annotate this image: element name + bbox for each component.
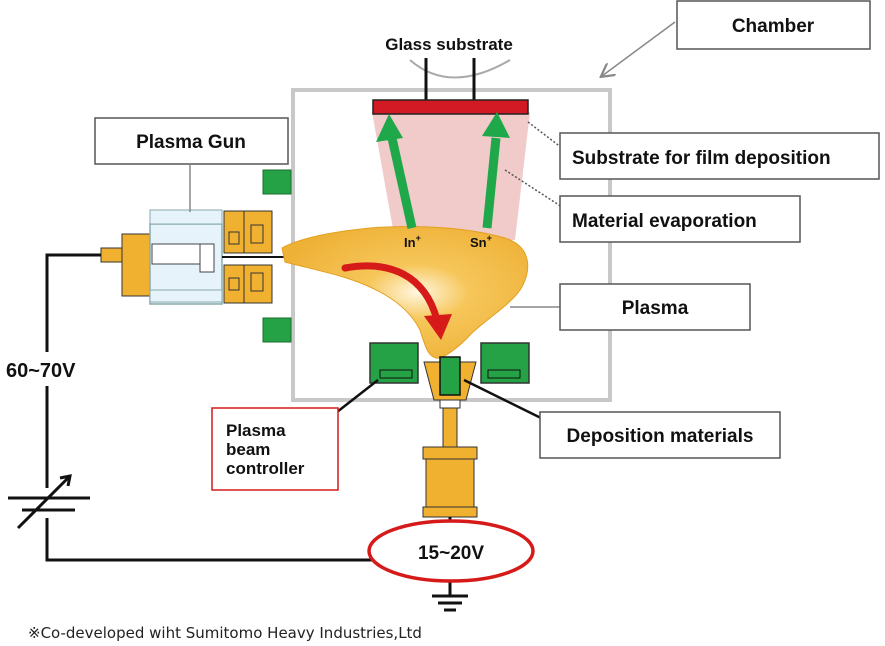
ground-icon [432, 594, 468, 612]
chamber-pointer [602, 21, 676, 76]
crucible [422, 356, 478, 518]
deposition-leader [463, 378, 546, 422]
substrate-leader [527, 121, 563, 149]
wire-left [45, 253, 372, 562]
gun-magnet-top [262, 169, 292, 195]
plasma-gun [100, 209, 300, 305]
evaporation-arrow-sn [482, 137, 501, 229]
controller-label-line2: beam [226, 440, 270, 459]
evaporation-box [559, 195, 801, 243]
plasma-flow-arrow [341, 262, 441, 324]
plasma-cloud [281, 225, 529, 359]
voltage-left-bg [0, 352, 100, 386]
plasma-flow-arrowhead [424, 314, 452, 340]
beam-controller-magnet-left [369, 342, 419, 384]
chamber-label: Chamber [732, 16, 815, 37]
plasma-gun-box [94, 117, 289, 165]
ion-sn-label: Sn+ [470, 233, 492, 250]
beam-controller-magnet-right [480, 342, 530, 384]
evaporation-leader [504, 169, 563, 208]
substrate-bar [372, 99, 529, 115]
glass-substrate-label: Glass substrate [385, 35, 513, 54]
evaporation-arrow-in [387, 137, 417, 229]
evaporation-label: Material evaporation [572, 211, 757, 232]
plasma-label: Plasma [622, 298, 689, 319]
footnote: ※Co-developed wiht Sumitomo Heavy Indust… [28, 624, 422, 642]
voltage-left-label: 60~70V [6, 360, 76, 382]
controller-label-line3: controller [226, 459, 305, 478]
controller-label-line1: Plasma [226, 421, 286, 440]
evaporation-arrowhead-in [376, 114, 403, 142]
substrate-holder-arc [409, 59, 511, 79]
chamber-box [676, 0, 871, 50]
substrate-label: Substrate for film deposition [572, 148, 831, 169]
substrate-box [559, 132, 880, 180]
ion-in-label: In+ [404, 233, 421, 250]
controller-box [211, 407, 339, 491]
voltage-bottom-highlight [367, 519, 535, 583]
evaporation-arrowhead-sn [482, 112, 510, 138]
deposition-label: Deposition materials [567, 426, 754, 447]
variable-power-supply-icon [8, 474, 90, 530]
voltage-bottom-label: 15~20V [418, 543, 484, 564]
deposition-box [539, 411, 781, 459]
gun-magnet-bottom [262, 317, 292, 343]
plasma-box [559, 283, 751, 331]
controller-leader [336, 379, 379, 413]
plasma-gun-label: Plasma Gun [136, 132, 246, 153]
